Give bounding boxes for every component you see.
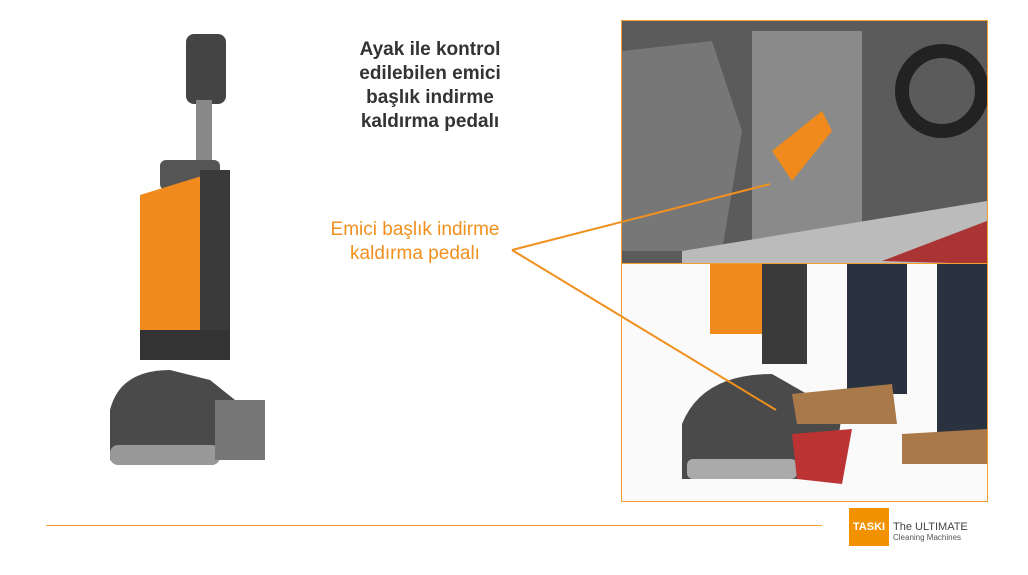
- taski-logo: TASKI: [849, 508, 889, 546]
- tagline-line1: The ULTIMATE: [893, 521, 968, 533]
- slide-title: Ayak ile kontrol edilebilen emici başlık…: [359, 39, 501, 132]
- footer-divider: [46, 525, 822, 526]
- callout-label: Emici başlık indirme kaldırma pedalı: [330, 219, 500, 264]
- tagline-line2: Cleaning Machines: [893, 533, 962, 542]
- foot-on-pedal-photo: [621, 263, 988, 502]
